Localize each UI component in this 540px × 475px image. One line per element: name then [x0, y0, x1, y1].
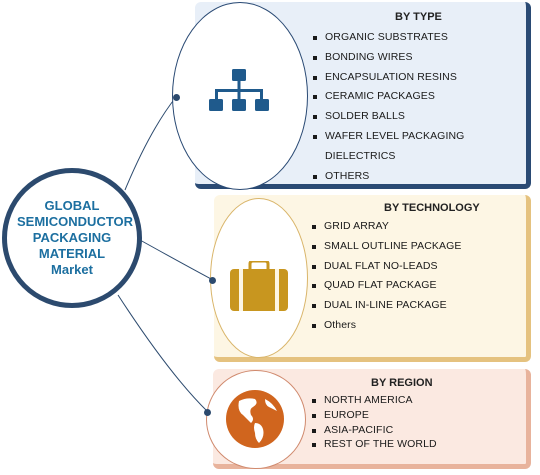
briefcase-icon — [230, 261, 288, 311]
technology-icon-circle — [210, 198, 308, 358]
panel-heading: BY TYPE — [395, 11, 442, 23]
type-list: ORGANIC SUBSTRATES BONDING WIRES ENCAPSU… — [311, 28, 464, 186]
list-item: CERAMIC PACKAGES — [311, 87, 464, 107]
list-item: NORTH AMERICA — [310, 393, 437, 408]
hierarchy-icon — [209, 69, 269, 111]
connector-dot — [209, 277, 216, 284]
list-item: QUAD FLAT PACKAGE — [310, 276, 461, 296]
globe-icon — [226, 390, 284, 448]
list-item: SMALL OUTLINE PACKAGE — [310, 237, 461, 257]
connector-dot — [173, 94, 180, 101]
region-icon-circle — [206, 370, 306, 469]
panel-heading: BY REGION — [371, 377, 433, 389]
list-item: DUAL FLAT NO-LEADS — [310, 257, 461, 277]
list-item: BONDING WIRES — [311, 48, 464, 68]
region-list: NORTH AMERICA EUROPE ASIA-PACIFIC REST O… — [310, 393, 437, 452]
center-title: GLOBAL SEMICONDUCTOR PACKAGING MATERIAL … — [17, 198, 134, 277]
list-item-continuation: DIELECTRICS — [325, 149, 396, 162]
list-item: SOLDER BALLS — [311, 107, 464, 127]
technology-list: GRID ARRAY SMALL OUTLINE PACKAGE DUAL FL… — [310, 217, 461, 336]
list-item: GRID ARRAY — [310, 217, 461, 237]
list-item: ORGANIC SUBSTRATES — [311, 28, 464, 48]
connector-dot — [204, 409, 211, 416]
list-item: ASIA-PACIFIC — [310, 423, 437, 438]
list-item: DUAL IN-LINE PACKAGE — [310, 296, 461, 316]
type-icon-circle — [172, 2, 308, 190]
list-item: OTHERS — [311, 167, 464, 187]
list-item: EUROPE — [310, 408, 437, 423]
list-item: WAFER LEVEL PACKAGING — [311, 127, 464, 147]
list-item: ENCAPSULATION RESINS — [311, 68, 464, 88]
panel-heading: BY TECHNOLOGY — [384, 202, 480, 214]
center-hub: GLOBAL SEMICONDUCTOR PACKAGING MATERIAL … — [2, 168, 142, 308]
list-item: Others — [310, 316, 461, 336]
list-item: REST OF THE WORLD — [310, 437, 437, 452]
